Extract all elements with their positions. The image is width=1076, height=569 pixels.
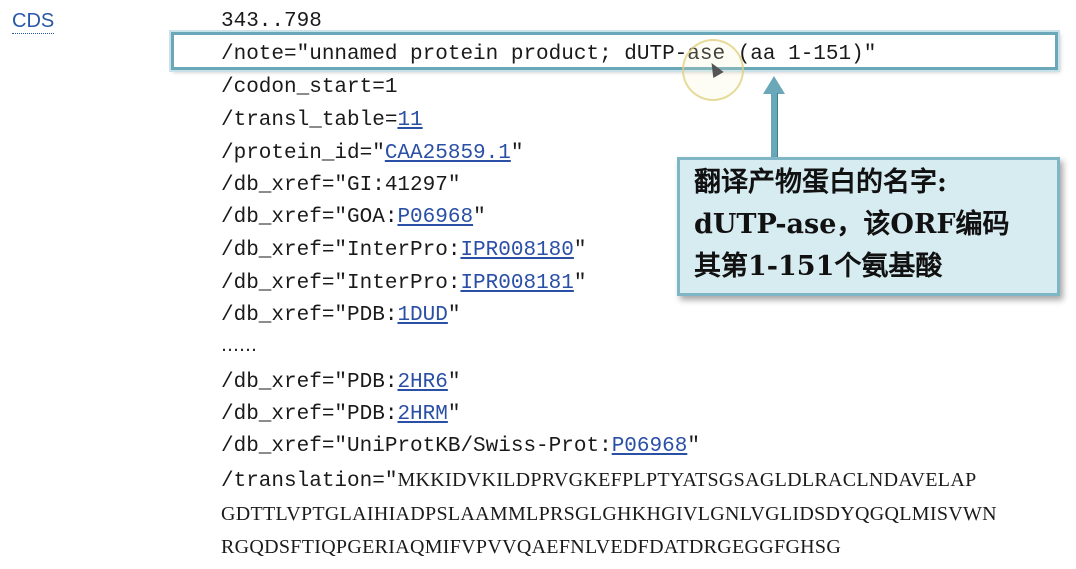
uniprot-label: UniProtKB/Swiss-Prot: bbox=[347, 435, 612, 458]
callout-line-3: 其第1-151个氨基酸 bbox=[694, 251, 943, 282]
xref-prefix: /db_xref=" bbox=[221, 239, 348, 262]
translation-seq-line-3: RGQDSFTIQPGERIAQMIFVPVVQAEFNLVEDFDATDRGE… bbox=[221, 536, 842, 558]
xref-prefix: /db_xref=" bbox=[221, 304, 348, 327]
protein-id-link[interactable]: CAA25859.1 bbox=[384, 142, 511, 165]
translation-qualifier: /translation="MKKIDVKILDPRVGKEFPLPTYATSG… bbox=[221, 465, 977, 495]
codon-start-qualifier: /codon_start=1 bbox=[221, 76, 398, 99]
xref-prefix: /db_xref=" bbox=[221, 206, 348, 229]
xref-quote: " bbox=[447, 304, 461, 327]
pdb-link-3[interactable]: 2HRM bbox=[397, 403, 448, 426]
translation-prefix: /translation=" bbox=[221, 470, 398, 493]
uniprot-link[interactable]: P06968 bbox=[611, 435, 688, 458]
note-highlight-box bbox=[171, 32, 1058, 70]
goa-link[interactable]: P06968 bbox=[397, 206, 474, 229]
xref-quote: " bbox=[473, 206, 486, 229]
interpro-link-2[interactable]: IPR008181 bbox=[460, 272, 574, 295]
db-xref-uniprot: /db_xref="UniProtKB/Swiss-Prot:P06968" bbox=[221, 432, 700, 462]
ellipsis: …… bbox=[221, 335, 257, 356]
xref-quote: " bbox=[573, 239, 587, 262]
interpro-link-1[interactable]: IPR008180 bbox=[460, 239, 574, 262]
pdb-label: PDB: bbox=[347, 304, 398, 327]
translation-seq-line-2: GDTTLVPTGLAIHIADPSLAAMMLPRSGLGHKHGIVLGNL… bbox=[221, 503, 997, 525]
interpro-label: InterPro: bbox=[347, 239, 461, 262]
db-xref-interpro-2: /db_xref="InterPro:IPR008181" bbox=[221, 269, 586, 299]
callout-arrow-shaft bbox=[771, 92, 777, 158]
goa-label: GOA: bbox=[347, 206, 398, 229]
transl-table-qualifier: /transl_table=11 bbox=[221, 106, 423, 136]
callout-line-2: dUTP-ase，该ORF编码 bbox=[694, 209, 1010, 240]
db-xref-gi: /db_xref="GI:41297" bbox=[221, 174, 461, 197]
xref-quote: " bbox=[687, 435, 700, 458]
transl-table-prefix: /transl_table= bbox=[221, 109, 398, 132]
interpro-label: InterPro: bbox=[347, 272, 461, 295]
pdb-label: PDB: bbox=[347, 371, 398, 394]
xref-prefix: /db_xref=" bbox=[221, 435, 348, 458]
xref-quote: " bbox=[573, 272, 587, 295]
db-xref-pdb-2: /db_xref="PDB:2HR6" bbox=[221, 368, 460, 398]
location-text: 343..798 bbox=[221, 10, 322, 33]
protein-id-qualifier: /protein_id="CAA25859.1" bbox=[221, 139, 523, 169]
db-xref-goa: /db_xref="GOA:P06968" bbox=[221, 203, 486, 233]
arrow-up-icon bbox=[763, 76, 785, 94]
protein-id-quote: " bbox=[510, 142, 524, 165]
protein-id-prefix: /protein_id=" bbox=[221, 142, 385, 165]
note-suffix: " bbox=[863, 43, 877, 66]
pdb-link-2[interactable]: 2HR6 bbox=[397, 371, 448, 394]
transl-table-link[interactable]: 11 bbox=[397, 109, 423, 132]
db-xref-interpro-1: /db_xref="InterPro:IPR008180" bbox=[221, 236, 586, 266]
xref-prefix: /db_xref=" bbox=[221, 272, 348, 295]
xref-prefix: /db_xref=" bbox=[221, 403, 348, 426]
annotation-callout: 翻译产物蛋白的名字: dUTP-ase，该ORF编码 其第1-151个氨基酸 bbox=[677, 157, 1060, 296]
xref-prefix: /db_xref=" bbox=[221, 371, 348, 394]
xref-quote: " bbox=[447, 371, 461, 394]
xref-quote: " bbox=[447, 403, 461, 426]
db-xref-pdb-1: /db_xref="PDB:1DUD" bbox=[221, 301, 460, 331]
pdb-label: PDB: bbox=[347, 403, 398, 426]
note-prefix: /note=" bbox=[221, 43, 310, 66]
pdb-link-1[interactable]: 1DUD bbox=[397, 304, 448, 327]
feature-key-cds[interactable]: CDS bbox=[12, 10, 55, 34]
translation-seq-line-1: MKKIDVKILDPRVGKEFPLPTYATSGSAGLDLRACLNDAV… bbox=[397, 469, 977, 491]
cursor-highlight-ring bbox=[682, 39, 744, 101]
db-xref-pdb-3: /db_xref="PDB:2HRM" bbox=[221, 400, 460, 430]
callout-line-1: 翻译产物蛋白的名字: bbox=[694, 167, 947, 198]
